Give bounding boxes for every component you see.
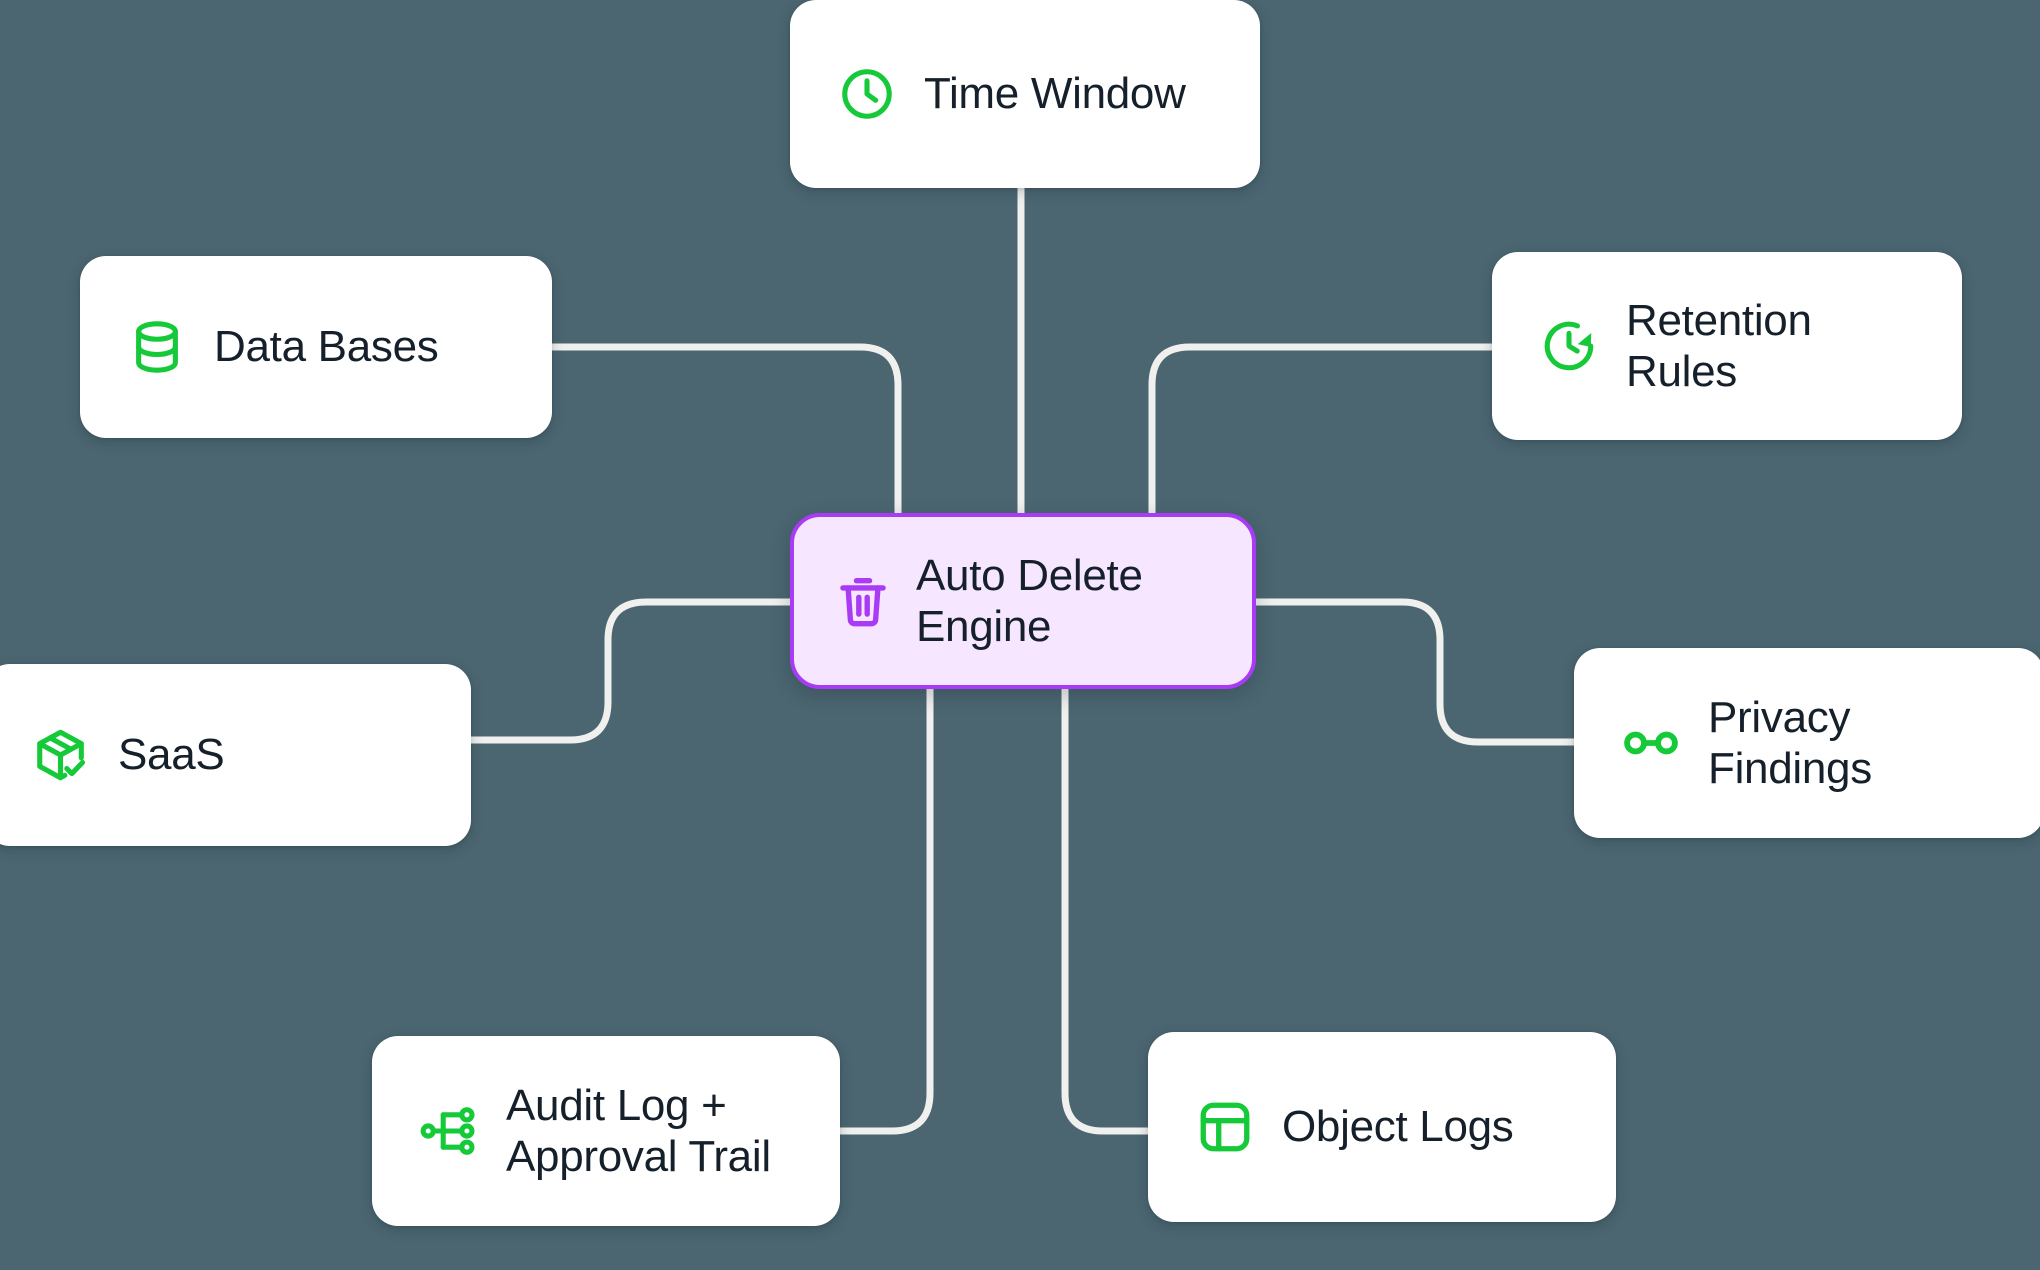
node-label: Data Bases <box>214 322 439 372</box>
node-label: Privacy Findings <box>1708 692 1872 793</box>
node-time-window[interactable]: Time Window <box>790 0 1260 188</box>
edge-object-logs-to-center <box>1061 685 1152 1135</box>
edge-retention-to-center <box>1148 343 1496 517</box>
table-grid-icon <box>1194 1096 1256 1158</box>
edge-saas-to-center <box>467 598 794 744</box>
database-icon <box>126 316 188 378</box>
node-saas[interactable]: SaaS <box>0 664 471 846</box>
package-check-icon <box>30 724 92 786</box>
trash-icon <box>832 570 894 632</box>
git-branch-icon <box>418 1100 480 1162</box>
node-retention-rules[interactable]: Retention Rules <box>1492 252 1962 440</box>
edge-audit-log-to-center <box>836 685 934 1135</box>
glasses-icon <box>1620 712 1682 774</box>
node-data-bases[interactable]: Data Bases <box>80 256 552 438</box>
edge-privacy-to-center <box>1252 598 1578 746</box>
node-object-logs[interactable]: Object Logs <box>1148 1032 1616 1222</box>
clock-icon <box>836 63 898 125</box>
edge-data-bases-to-center <box>548 343 902 517</box>
node-label: Retention Rules <box>1626 295 1812 396</box>
center-node-label: Auto Delete Engine <box>916 550 1143 651</box>
node-auto-delete-engine[interactable]: Auto Delete Engine <box>790 513 1256 689</box>
node-privacy-findings[interactable]: Privacy Findings <box>1574 648 2040 838</box>
node-label: Time Window <box>924 69 1186 119</box>
clock-restore-icon <box>1538 315 1600 377</box>
node-label: SaaS <box>118 730 225 780</box>
node-audit-log[interactable]: Audit Log + Approval Trail <box>372 1036 840 1226</box>
node-label: Object Logs <box>1282 1102 1514 1152</box>
node-label: Audit Log + Approval Trail <box>506 1080 771 1181</box>
